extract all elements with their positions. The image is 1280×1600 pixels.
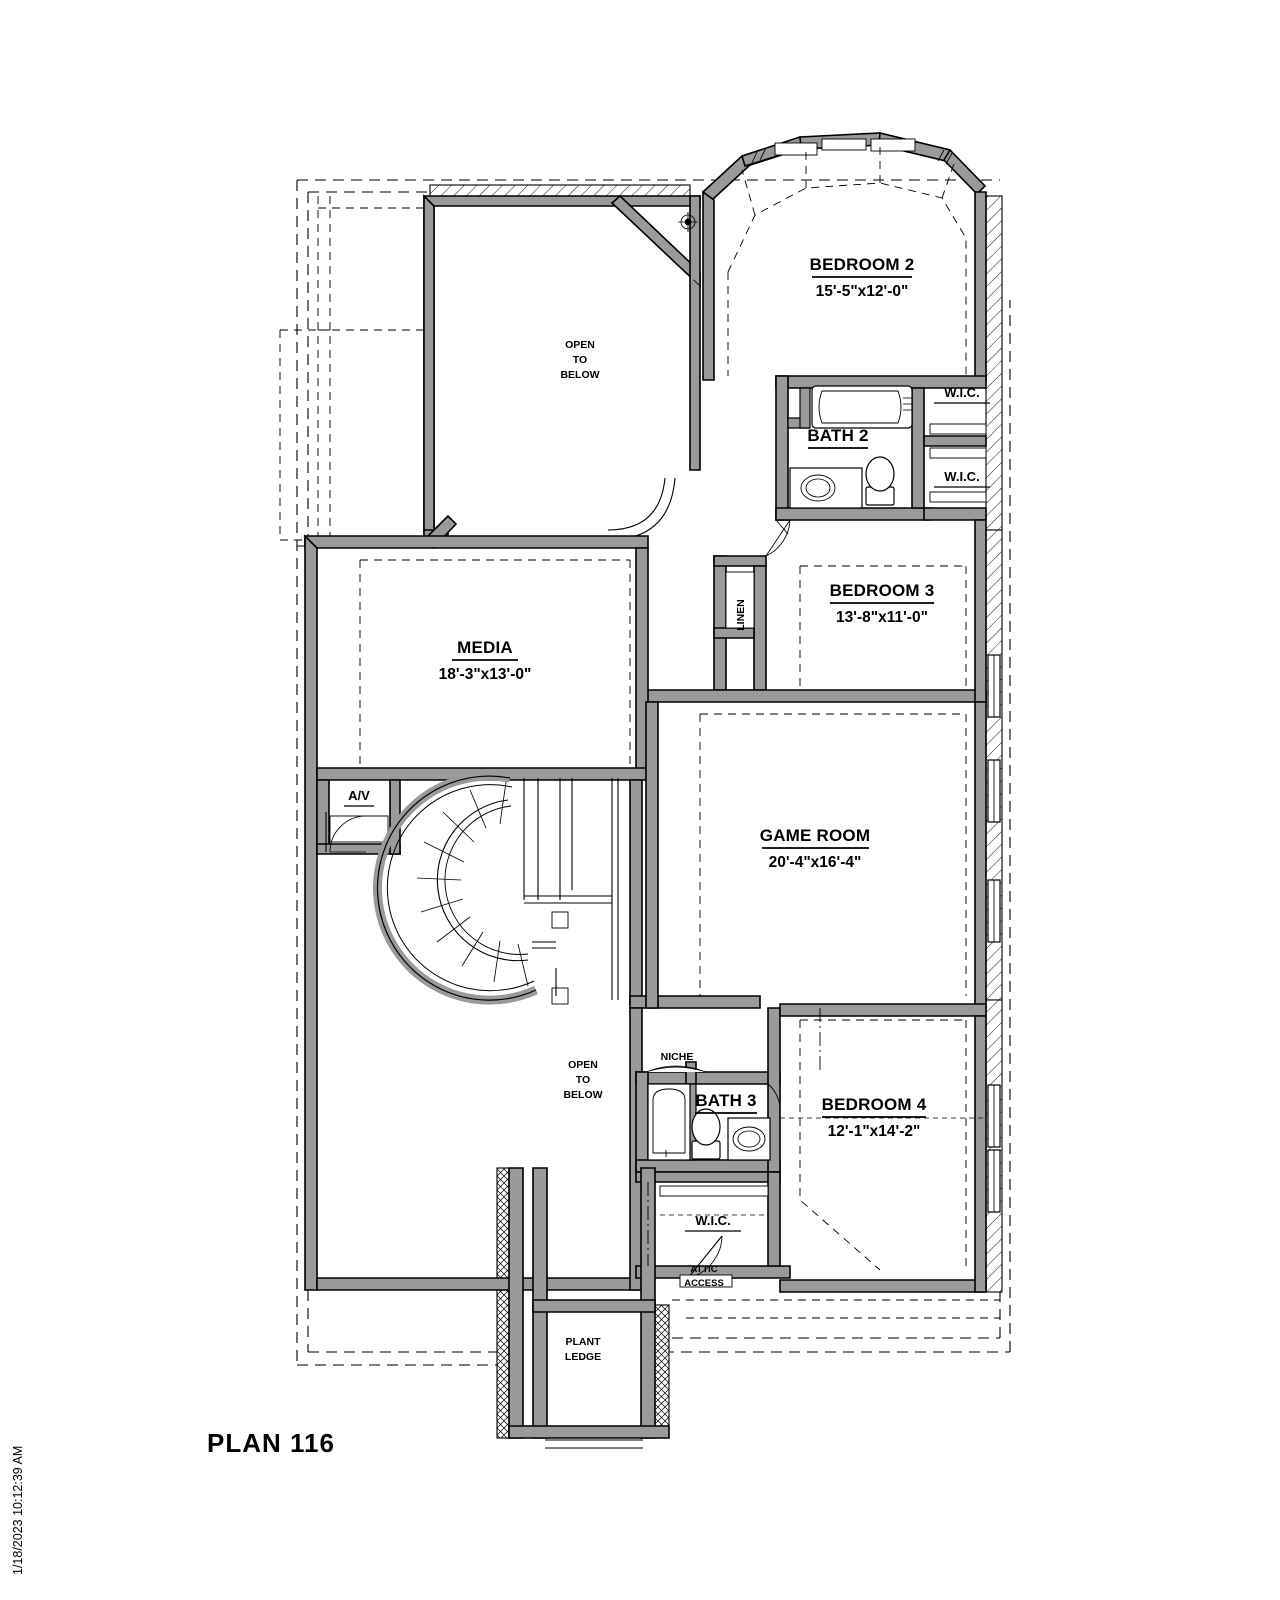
room-name-bath2: BATH 2 xyxy=(807,426,868,445)
curved-staircase xyxy=(373,771,619,1005)
closet-label-wic-upper-2: W.I.C. xyxy=(934,469,990,488)
room-dimension-bedroom4: 12'-1"x14'-2" xyxy=(828,1123,921,1140)
sink-bath2 xyxy=(789,467,863,509)
room-name-bedroom2: BEDROOM 2 xyxy=(810,255,915,274)
niche-shelf xyxy=(645,1065,707,1073)
closet-name-wic-upper-2: W.I.C. xyxy=(944,469,979,484)
room-name-gameroom: GAME ROOM xyxy=(760,826,870,845)
otb2-line-1: TO xyxy=(576,1074,590,1086)
room-name-bedroom4: BEDROOM 4 xyxy=(822,1095,927,1114)
bathtub-bath3 xyxy=(647,1083,691,1161)
windows xyxy=(751,138,1001,1213)
room-label-bath2: BATH 2 xyxy=(807,426,868,449)
room-label-gameroom: GAME ROOM 20'-4"x16'-4" xyxy=(760,826,870,871)
room-dimension-bedroom3: 13'-8"x11'-0" xyxy=(836,609,928,626)
closet-name-wic-lower: W.I.C. xyxy=(695,1213,730,1228)
print-timestamp: 1/18/2023 10:12:39 AM xyxy=(11,1446,25,1575)
otb1-line-2: BELOW xyxy=(560,369,599,381)
room-dimension-bedroom2: 15'-5"x12'-0" xyxy=(816,283,909,300)
closet-label-av: A/V xyxy=(344,788,374,807)
closet-label-wic-upper-1: W.I.C. xyxy=(934,385,990,404)
otb1-line-0: OPEN xyxy=(565,339,595,351)
room-label-bedroom3: BEDROOM 3 13'-8"x11'-0" xyxy=(830,581,935,626)
room-label-bedroom4: BEDROOM 4 12'-1"x14'-2" xyxy=(822,1095,927,1140)
plumbing-fixtures xyxy=(645,385,913,1161)
annotation-niche: NICHE xyxy=(661,1051,694,1063)
otb1-line-1: TO xyxy=(573,354,587,366)
toilet-bath2 xyxy=(865,456,895,506)
closet-label-wic-lower: W.I.C. xyxy=(685,1213,741,1232)
annotation-niche-line-0: NICHE xyxy=(661,1051,694,1063)
closet-shelving xyxy=(329,423,987,1197)
annotation-attic-access: ATTIC ACCESS xyxy=(684,1264,724,1289)
room-name-media: MEDIA xyxy=(457,638,513,657)
doors xyxy=(325,519,791,1288)
otb2-line-2: BELOW xyxy=(563,1089,602,1101)
sink-bath3 xyxy=(727,1117,771,1161)
plant-ledge-line-0: PLANT xyxy=(566,1336,602,1348)
room-label-bedroom2: BEDROOM 2 15'-5"x12'-0" xyxy=(810,255,915,300)
room-label-bath3: BATH 3 xyxy=(695,1091,757,1114)
room-name-bedroom3: BEDROOM 3 xyxy=(830,581,935,600)
closet-label-linen: LINEN xyxy=(735,599,747,631)
bathtub-bath2 xyxy=(811,385,913,429)
ceiling-fixture-symbol xyxy=(678,212,698,232)
annotation-plant-ledge: PLANT LEDGE xyxy=(565,1336,601,1363)
room-name-bath3: BATH 3 xyxy=(695,1091,756,1110)
toilet-bath3 xyxy=(691,1108,721,1160)
annotation-attic-line-0: ATTIC xyxy=(690,1264,717,1275)
annotation-open-to-below-1: OPEN TO BELOW xyxy=(560,339,599,381)
room-dimension-gameroom: 20'-4"x16'-4" xyxy=(769,854,862,871)
annotation-attic-line-1: ACCESS xyxy=(684,1278,724,1289)
room-dimension-media: 18'-3"x13'-0" xyxy=(439,666,532,683)
annotation-open-to-below-2: OPEN TO BELOW xyxy=(563,1059,602,1101)
closet-name-wic-upper-1: W.I.C. xyxy=(944,385,979,400)
plant-ledge-line-1: LEDGE xyxy=(565,1351,601,1363)
room-label-media: MEDIA 18'-3"x13'-0" xyxy=(439,638,532,683)
otb2-line-0: OPEN xyxy=(568,1059,598,1071)
exterior-brick-veneer xyxy=(429,132,1003,1439)
closet-name-linen: LINEN xyxy=(735,599,747,631)
page-title: PLAN 116 xyxy=(207,1428,335,1458)
closet-name-av: A/V xyxy=(348,788,370,803)
